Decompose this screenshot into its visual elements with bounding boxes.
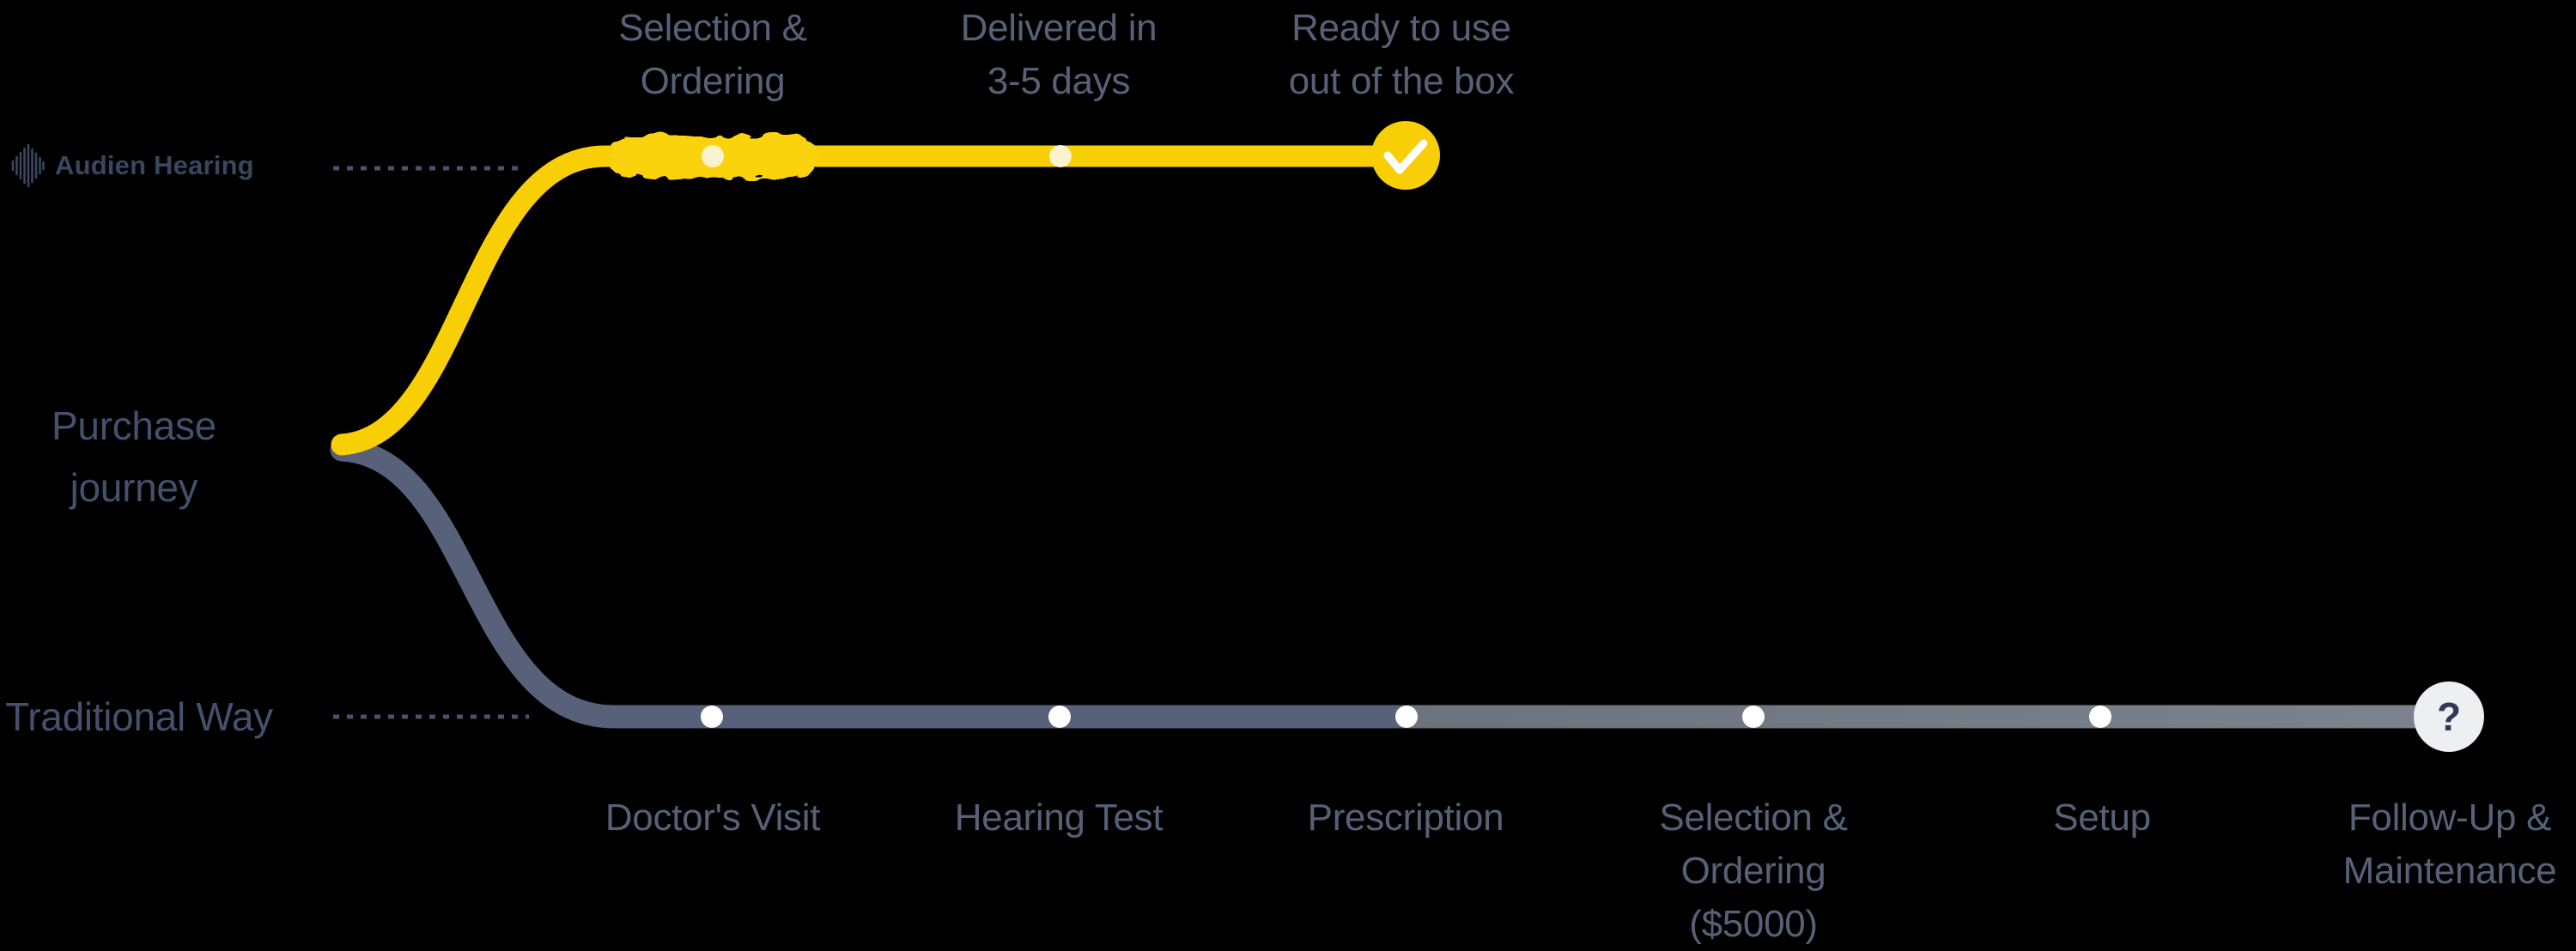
step-label-prescription: Prescription	[1307, 797, 1504, 839]
question-circle	[2414, 681, 2484, 752]
purchase-journey-label: Purchase journey	[52, 403, 216, 510]
step-label-selection-ordering-5000: Selection & Ordering ($5000)	[1659, 797, 1848, 945]
milestone-dot	[1048, 706, 1071, 728]
step-label-hearing-test: Hearing Test	[954, 797, 1163, 839]
step-label-follow-up: Follow-Up & Maintenance	[2342, 797, 2557, 892]
brand-name: Audien Hearing	[55, 150, 254, 180]
question-mark: ?	[2436, 694, 2462, 739]
audien-waveform-icon	[11, 143, 45, 188]
step-label-ready-to-use: Ready to use out of the box	[1288, 7, 1515, 102]
milestone-dot	[702, 145, 724, 167]
check-circle	[1371, 121, 1440, 190]
brand-row: Audien Hearing	[10, 139, 254, 192]
step-label-delivered: Delivered in 3-5 days	[960, 7, 1157, 102]
checkmark-icon	[1383, 139, 1428, 174]
milestone-dot	[1395, 706, 1418, 728]
milestone-dot	[1742, 706, 1765, 728]
milestone-dot	[1049, 145, 1072, 167]
step-label-selection-ordering: Selection & Ordering	[618, 7, 807, 102]
traditional-way-label: Traditional Way	[5, 694, 273, 739]
step-label-doctors-visit: Doctor's Visit	[605, 797, 821, 839]
traditional-path-curve	[330, 438, 1425, 729]
milestone-dot	[2089, 706, 2111, 728]
audien-path-curve	[331, 145, 1417, 456]
step-label-setup: Setup	[2053, 797, 2151, 839]
milestone-dot	[701, 706, 723, 728]
